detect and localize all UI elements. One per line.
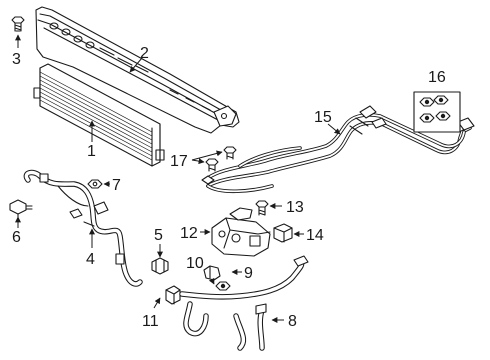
cooler-core-part-1: [33, 63, 165, 167]
clip-part-11: [165, 285, 181, 305]
callout-label-1: 1: [87, 143, 96, 160]
fitting-part-6: [9, 199, 33, 221]
callout-label-14: 14: [306, 227, 324, 244]
clip-part-5: [151, 257, 169, 275]
callout-label-5: 5: [154, 227, 163, 244]
callout-2: 2: [129, 45, 149, 73]
bracket-part-2: [35, 6, 240, 134]
bolt-part-3: [11, 16, 25, 32]
callout-3: 3: [12, 34, 21, 68]
fitting-part-10: [203, 265, 221, 281]
callout-10: 10: [186, 255, 215, 285]
callout-11: 11: [142, 297, 161, 330]
bolts-part-17: [205, 146, 237, 172]
callout-4: 4: [86, 228, 95, 268]
callout-7: 7: [103, 177, 121, 194]
fitting-part-9: [215, 281, 231, 291]
callout-14: 14: [293, 227, 324, 244]
callout-5: 5: [154, 227, 163, 258]
callout-1: 1: [87, 120, 96, 160]
callout-9: 9: [231, 265, 253, 282]
valve-body-part-12: [211, 207, 271, 257]
callout-13: 13: [269, 199, 304, 216]
callout-6: 6: [12, 216, 21, 246]
callout-label-10: 10: [186, 255, 204, 272]
callout-8: 8: [271, 313, 297, 330]
callout-label-17: 17: [170, 153, 188, 170]
hose-part-4: [23, 169, 143, 287]
callout-15: 15: [314, 109, 341, 135]
callout-12: 12: [180, 225, 211, 242]
callout-label-4: 4: [86, 251, 95, 268]
callout-17: 17: [170, 150, 223, 170]
callout-label-11: 11: [142, 313, 159, 330]
callout-label-6: 6: [12, 229, 21, 246]
callout-label-8: 8: [288, 313, 297, 330]
clip-bracket-part-14: [273, 223, 293, 243]
callout-label-13: 13: [286, 199, 304, 216]
clips-box-part-16: [413, 91, 461, 133]
callout-label-9: 9: [244, 265, 253, 282]
hose-part-8: [179, 255, 309, 351]
callout-16: 16: [428, 69, 446, 86]
callout-label-2: 2: [140, 45, 149, 62]
callout-label-7: 7: [112, 177, 121, 194]
nut-part-7: [87, 179, 103, 189]
callout-label-12: 12: [180, 225, 198, 242]
callout-label-15: 15: [314, 109, 332, 126]
bolt-part-13: [255, 200, 269, 216]
callout-label-3: 3: [12, 51, 21, 68]
callout-label-16: 16: [428, 69, 446, 86]
